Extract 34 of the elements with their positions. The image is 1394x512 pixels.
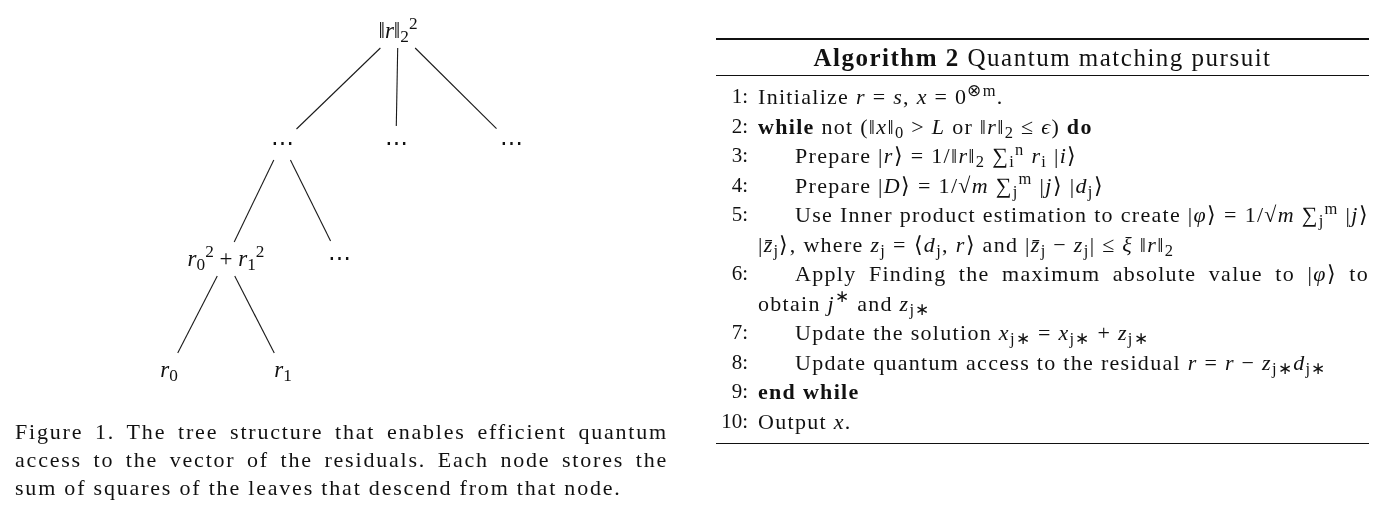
line-number: 3: xyxy=(730,142,748,169)
tree-branch-line xyxy=(295,47,381,130)
algorithm-step: while not (‖x‖$_{0}$ > L or ‖r‖$_{2}$ ≤ ϵ) do xyxy=(758,111,1369,141)
ellipsis-label: ⋯ xyxy=(267,126,297,160)
algorithm-step: Use Inner product estimation to create |φ⟩ = 1/√m ∑$_{j}$$^{m}$ |j⟩ |z̄$_{j}$⟩, where z$_{j}$ = ⟨d$_{j}$, r⟩ and |z̄$_{j}$ − z$_{j}$| ≤ ξ ‖r‖$_{2}$ xyxy=(758,200,1369,259)
line-number: 4: xyxy=(730,171,748,199)
formula-label: r$_{1}$ xyxy=(271,353,295,387)
algorithm-step: end while xyxy=(758,377,1369,407)
algorithm-step: Initialize r = s, x = 0$^{⊗m}$. xyxy=(758,82,1369,112)
algorithm-step: Update quantum access to the residual r = r − z$_{j∗}$d$_{j∗}$ xyxy=(758,347,1369,377)
line-number: 10: xyxy=(720,407,748,435)
line-number: 9: xyxy=(730,378,748,405)
tree-branch-line xyxy=(395,47,399,127)
algorithm-step: Prepare |r⟩ = 1/‖r‖$_{2}$ ∑$_{i}$$^{n}$ r$_{i}$ |i⟩ xyxy=(758,141,1369,171)
algorithm-step: Prepare |D⟩ = 1/√m ∑$_{j}$$^{m}$ |j⟩ |d$_{j}$⟩ xyxy=(758,170,1369,200)
ellipsis-label: ⋯ xyxy=(324,241,354,275)
tree-branch-line xyxy=(233,159,275,243)
ellipsis-label: ⋯ xyxy=(496,126,526,160)
line-number: 2: xyxy=(730,112,748,140)
tree-branch-line xyxy=(177,275,218,354)
tree-branch-line xyxy=(414,47,498,130)
line-number: 6: xyxy=(730,260,748,287)
line-number: 7: xyxy=(730,319,748,346)
formula-label: r$_{0}$ xyxy=(157,353,181,387)
tree-branch-line xyxy=(289,159,332,242)
line-number: 5: xyxy=(730,201,748,228)
algorithm-step: Update the solution x$_{j∗}$ = x$_{j∗}$ + z$_{j∗}$ xyxy=(758,318,1369,348)
algorithm-step: Output x. xyxy=(758,406,1369,436)
tree-branch-line xyxy=(234,275,275,354)
line-number: 8: xyxy=(730,348,748,376)
algorithm-title: Algorithm 2 Quantum matching pursuit xyxy=(813,43,1272,72)
line-number: 1: xyxy=(730,83,748,110)
ellipsis-label: ⋯ xyxy=(381,126,411,160)
figure-caption: Figure 1. The tree structure that enables efficient quantum access to the vector of the residuals. Each node stores the sum of squares of the leaves that descend from that node. xyxy=(15,418,668,502)
